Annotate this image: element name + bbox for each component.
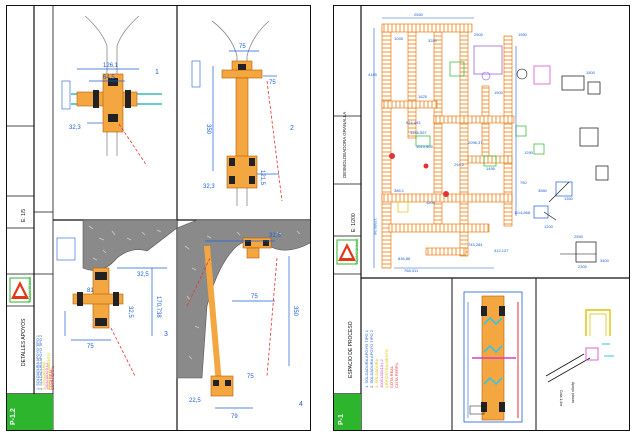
sheet-scale: E: 1/200 xyxy=(351,213,357,232)
plan-dim: 12950,96 xyxy=(373,218,378,235)
sheet-subtitle: DESMOLDEADORA GRANALLA xyxy=(342,111,347,178)
plan-dim: 2500 xyxy=(474,32,484,37)
section-note-support: Apoyo placas xyxy=(571,382,575,403)
detail-1-dim-left: 32,3 xyxy=(69,125,81,131)
plan-dim: 1200 xyxy=(426,200,436,205)
legend: 1. SOLDADURA APOYO TIPO 1 2. SOLDADURA A… xyxy=(35,306,55,392)
plan-dim: 1013,905 xyxy=(416,144,433,149)
detail-4-dim-vertical: 350 xyxy=(292,306,298,317)
company-logo xyxy=(9,277,31,303)
details-drawing: 126,1 64,5 32,3 1 75 75 350 121,5 xyxy=(7,6,310,430)
sheet-title: ESPACIO DE PROCESO xyxy=(348,321,354,378)
plan-dim: 2550 xyxy=(574,234,584,239)
plan-dim: 1246,557 xyxy=(410,130,427,135)
detail-2-number: 2 xyxy=(290,125,294,132)
detail-3-dim-bottom: 75 xyxy=(87,344,94,350)
plan-dim: 312,127 xyxy=(494,248,509,253)
sheet-code-badge xyxy=(334,394,361,430)
legend-item: COTA PERFIL xyxy=(51,365,55,390)
detail-1-drawing xyxy=(61,15,162,167)
plan-dim: 294,2 xyxy=(454,162,465,167)
sheet-scale: E: 1/5 xyxy=(21,208,27,222)
drawing-sheet-details: 126,1 64,5 32,3 1 75 75 350 121,5 xyxy=(6,5,311,431)
sheet-code: P-1.2 xyxy=(10,408,17,425)
detail-3-dim-right: 32,5 xyxy=(137,272,149,278)
detail-2-dim-left: 32,3 xyxy=(203,184,215,190)
plan-dimensions: 2550 4185 3250 1045 2500 1950 1625 1500 … xyxy=(368,12,610,273)
plan-dim: 1200 xyxy=(544,224,554,229)
plan-dim: 386,1 xyxy=(394,188,405,193)
plan-dim: 750 xyxy=(520,180,527,185)
sheet-title: DETALLES APOYOS xyxy=(21,318,27,366)
section-view xyxy=(463,291,523,423)
detail-1-dim-mid: 64,5 xyxy=(103,75,115,81)
plan-dim: 1290 xyxy=(524,150,534,155)
legend: 1. SOLDADURA APOYO TIPO 1 2. SOLDADURA A… xyxy=(362,284,422,392)
detail-3-number: 3 xyxy=(164,331,168,338)
detail-2-dim-vertical: 350 xyxy=(205,124,211,135)
plan-dim: 1625 xyxy=(418,94,428,99)
sheet-code: P-1 xyxy=(338,414,345,425)
logo-caption: PLATAFORMAS xyxy=(355,238,359,264)
plan-dim: 4185 xyxy=(368,72,378,77)
detail-3-dim-vertical: 32,5 xyxy=(127,306,133,318)
detail-4-dim-top: 32,5 xyxy=(269,233,281,239)
legend-item: COTA PERFIL xyxy=(394,362,399,388)
plan-dim: 1500 xyxy=(586,70,596,75)
detail-2-dim-low: 121,5 xyxy=(259,170,265,186)
plan-dim: 768,311 xyxy=(404,268,419,273)
plan-view xyxy=(373,17,609,269)
detail-4-dim-bottom-2: 79 xyxy=(231,414,238,420)
plan-dim: 3250 xyxy=(428,38,438,43)
plan-dim: 745,284 xyxy=(468,242,483,247)
plan-dim: 824,443 xyxy=(406,120,421,125)
section-note-level: Cota 1,4m xyxy=(559,390,563,406)
detail-3-dim-diagonal: 170,738 xyxy=(155,296,161,318)
detail-3-drawing xyxy=(56,219,178,377)
plan-dim: 2300 xyxy=(578,264,588,269)
plan-dim: 3400 xyxy=(600,258,610,263)
logo-caption: PLATAFORMAS xyxy=(28,276,32,302)
detail-4-drawing xyxy=(176,219,310,409)
plan-dim: 836,86 xyxy=(398,256,411,261)
detail-1-dim-top: 126,1 xyxy=(103,63,119,69)
sheet-code-badge xyxy=(7,394,53,430)
plan-dim: 1495 xyxy=(486,166,496,171)
detail-4-dim-mid: 75 xyxy=(251,294,258,300)
detail-4-dim-left: 22,5 xyxy=(189,398,201,404)
detail-2-drawing xyxy=(191,20,283,206)
plan-dim: 1350 xyxy=(564,196,574,201)
plan-dim: 1950 xyxy=(518,32,528,37)
plan-drawing: 2550 4185 3250 1045 2500 1950 1625 1500 … xyxy=(334,6,629,430)
detail-2-dim-top: 75 xyxy=(239,44,246,50)
detail-3-dim-low: 81 xyxy=(87,288,94,294)
plan-dim: 2550 xyxy=(414,12,424,17)
section-detail-view xyxy=(545,309,614,383)
drawing-sheet-plan: 2550 4185 3250 1045 2500 1950 1625 1500 … xyxy=(333,5,630,431)
plan-dim: 1114,868 xyxy=(514,210,531,215)
detail-2-dim-right: 75 xyxy=(269,80,276,86)
detail-4-dim-bottom-1: 75 xyxy=(247,374,254,380)
detail-1-number: 1 xyxy=(155,69,159,76)
plan-dim: 1500 xyxy=(494,90,504,95)
plan-dim: 1045 xyxy=(394,36,404,41)
plan-dim: 2096,37 xyxy=(468,140,483,145)
detail-4-number: 4 xyxy=(299,401,303,408)
company-logo xyxy=(336,239,358,265)
plan-dim: 3580 xyxy=(538,188,548,193)
